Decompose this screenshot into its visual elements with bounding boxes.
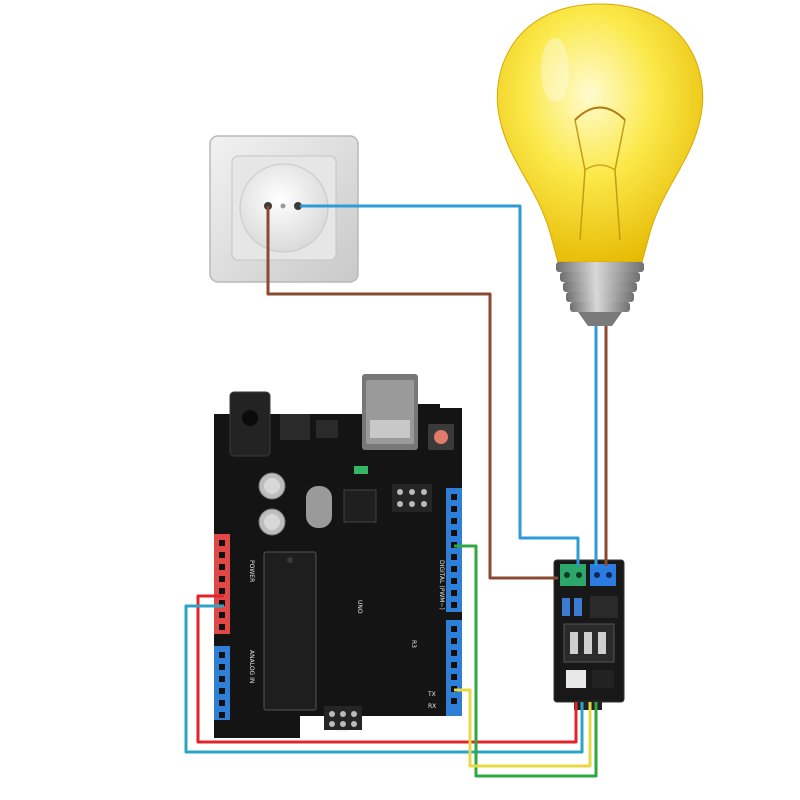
microcontroller-chip (263, 551, 317, 711)
header-pin (451, 638, 457, 644)
wire-arduino-board-to-dimmer-module (454, 688, 592, 768)
icsp-header (392, 484, 432, 512)
header-pin (219, 664, 225, 670)
header-pin (219, 564, 225, 570)
header-pin (451, 662, 457, 668)
header-pin (219, 540, 225, 546)
header-pin (219, 676, 225, 682)
icsp-label: ICSP (336, 727, 350, 734)
header-pin (219, 588, 225, 594)
light-bulb (496, 3, 704, 326)
header-pin (219, 600, 225, 606)
wiring (184, 204, 608, 778)
header-pin (451, 626, 457, 632)
header-pin (451, 674, 457, 680)
socket-hole-right (294, 202, 302, 210)
wire-arduino-board-to-dimmer-module (454, 544, 598, 778)
wall-socket (209, 135, 359, 283)
dimmer-module (553, 559, 625, 710)
bulb-base (556, 262, 644, 326)
header-pin (451, 698, 457, 704)
wire-arduino-board-to-dimmer-module (184, 604, 584, 754)
board-brand-label: UNO (356, 600, 363, 614)
wire-wall-socket-to-dimmer-module (300, 204, 580, 566)
wire-arduino-board-to-dimmer-module (196, 594, 578, 744)
header-pin (219, 624, 225, 630)
power-label: POWER (248, 560, 255, 582)
header-pin (451, 530, 457, 536)
header-pin (219, 652, 225, 658)
power-header (214, 534, 230, 634)
terminal-block-blue (590, 564, 616, 586)
header-pin (219, 700, 225, 706)
header-pin (451, 494, 457, 500)
header-pin (451, 590, 457, 596)
header-pin (219, 552, 225, 558)
capacitor (258, 472, 286, 500)
analog-label: ANALOG IN (248, 650, 255, 683)
terminal-block-green (560, 564, 586, 586)
header-pin (451, 650, 457, 656)
wire-wall-socket-to-dimmer-module (266, 206, 558, 580)
rx-label: RX (428, 703, 436, 710)
header-pin (219, 688, 225, 694)
header-pin (451, 506, 457, 512)
tx-label: TX (427, 691, 436, 698)
arduino-board: UNO R3 POWER ANALOG IN DIGITAL (PWM~) TX… (214, 374, 462, 738)
header-pin (451, 602, 457, 608)
header-pin (451, 554, 457, 560)
digital-header-top (446, 488, 462, 612)
analog-header (214, 646, 230, 720)
capacitor (258, 508, 286, 536)
header-pin (219, 576, 225, 582)
header-pin (219, 712, 225, 718)
board-ref-label: R3 (410, 640, 417, 648)
header-pin (451, 566, 457, 572)
header-pin (219, 612, 225, 618)
header-pin (451, 518, 457, 524)
header-pin (451, 578, 457, 584)
digital-label: DIGITAL (PWM~) (438, 560, 445, 610)
